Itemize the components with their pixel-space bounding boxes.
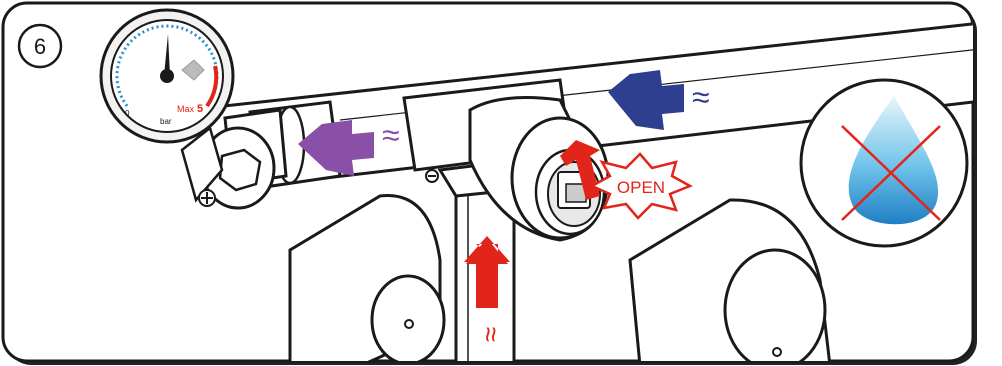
heat-flow-symbol: ≈ (475, 327, 506, 342)
gauge-max-value: 5 (197, 103, 203, 115)
gauge-max-prefix: Max (177, 104, 195, 114)
pressure-gauge: 0 bar Max 5 (101, 10, 233, 142)
crossed-water-drop-icon (801, 80, 967, 246)
open-label: OPEN (617, 178, 665, 197)
gauge-unit-label: bar (160, 117, 172, 126)
open-label-burst: OPEN (592, 154, 690, 218)
gauge-hub (160, 69, 174, 83)
step-badge: 6 (19, 25, 61, 67)
gauge-min-label: 0 (125, 109, 130, 118)
inlet-flow-symbol: ≈ (692, 79, 710, 115)
step-number: 6 (34, 34, 46, 59)
outlet-flow-symbol: ≈ (382, 117, 400, 153)
